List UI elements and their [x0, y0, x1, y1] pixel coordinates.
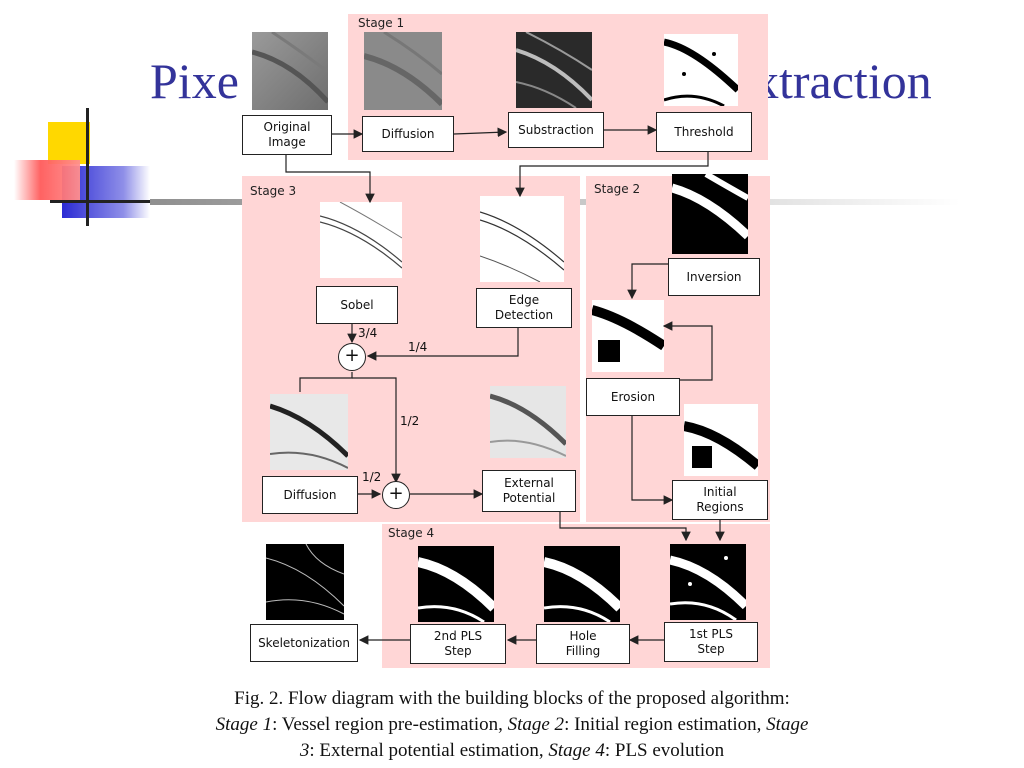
- original-image-thumbnail: [252, 32, 328, 110]
- sum-node-lower: +: [382, 481, 410, 509]
- diffusion-box-stage1: Diffusion: [362, 116, 454, 152]
- combined-edge-thumbnail: [270, 394, 348, 470]
- inversion-box: Inversion: [668, 258, 760, 296]
- weight-sobel: 3/4: [358, 326, 378, 340]
- diffusion-thumbnail: [364, 32, 442, 110]
- caption-stage3-b: 3: [299, 740, 310, 761]
- initial-regions-box: Initial Regions: [672, 480, 768, 520]
- stage-1-label: Stage 1: [358, 16, 405, 30]
- weight-edge: 1/4: [408, 340, 428, 354]
- caption-stage4: Stage 4: [548, 740, 605, 761]
- caption-line-3: 3: External potential estimation, Stage …: [299, 740, 725, 761]
- second-pls-thumbnail: [418, 546, 494, 622]
- first-pls-thumbnail: [670, 544, 746, 620]
- decorative-squares: [10, 108, 150, 233]
- second-pls-step-box: 2nd PLS Step: [410, 624, 506, 664]
- hole-filling-box: Hole Filling: [536, 624, 630, 664]
- slide-title-right: xtraction: [754, 53, 932, 109]
- weight-half-top: 1/2: [400, 414, 420, 428]
- caption-stage2: Stage 2: [507, 714, 565, 735]
- slide-title-left: Pixe: [150, 53, 239, 109]
- caption-line-2: Stage 1: Vessel region pre-estimation, S…: [215, 714, 809, 735]
- erosion-output-thumbnail: [684, 404, 758, 476]
- sobel-box: Sobel: [316, 286, 398, 324]
- erosion-input-thumbnail: [592, 300, 664, 372]
- diffusion-box-stage3: Diffusion: [262, 476, 358, 514]
- skeleton-thumbnail: [266, 544, 344, 620]
- sobel-thumbnail: [320, 202, 402, 278]
- hole-filling-thumbnail: [544, 546, 620, 622]
- weight-half-left: 1/2: [362, 470, 382, 484]
- edge-detection-thumbnail: [480, 196, 564, 282]
- stage-2-label: Stage 2: [594, 182, 641, 196]
- sum-node-upper: +: [338, 343, 366, 371]
- caption-stage1: Stage 1: [215, 714, 273, 735]
- external-potential-thumbnail: [490, 386, 566, 458]
- stage-3-label: Stage 3: [250, 184, 297, 198]
- threshold-thumbnail: [664, 34, 738, 106]
- figure-caption: Fig. 2. Flow diagram with the building b…: [112, 686, 912, 764]
- stage-4-label: Stage 4: [388, 526, 435, 540]
- first-pls-step-box: 1st PLS Step: [664, 622, 758, 662]
- stage2-inverted-thumbnail: [672, 174, 748, 254]
- edge-detection-box: Edge Detection: [476, 288, 572, 328]
- substraction-thumbnail: [516, 32, 592, 108]
- original-image-box: Original Image: [242, 115, 332, 155]
- caption-line-1: Fig. 2. Flow diagram with the building b…: [234, 688, 790, 709]
- erosion-box: Erosion: [586, 378, 680, 416]
- external-potential-box: External Potential: [482, 470, 576, 512]
- substraction-box: Substraction: [508, 112, 604, 148]
- caption-stage3-a: Stage: [766, 714, 809, 735]
- skeletonization-box: Skeletonization: [250, 624, 358, 662]
- threshold-box: Threshold: [656, 112, 752, 152]
